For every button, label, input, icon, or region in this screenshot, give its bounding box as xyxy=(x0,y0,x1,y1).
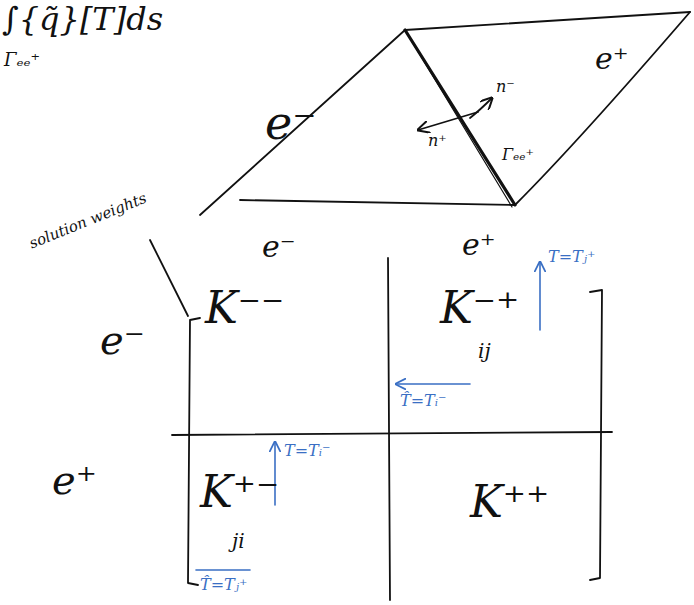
block-index: ij xyxy=(478,340,491,362)
leader-line xyxy=(150,240,188,316)
block-index: ji xyxy=(232,530,245,552)
matrix-block: K⁻⁻ xyxy=(205,284,284,332)
normal-name: n⁻ xyxy=(496,78,515,96)
matrix-bracket xyxy=(188,318,200,585)
matrix-block: K⁻⁺ xyxy=(440,284,519,332)
normal-arrow xyxy=(418,112,478,130)
annotation-arrow xyxy=(539,262,541,330)
block-divider xyxy=(388,258,390,600)
face-name: Γₑₑ⁺ xyxy=(502,146,534,164)
note: solution weights xyxy=(27,190,149,252)
annotation-arrow xyxy=(396,383,470,385)
element-outline xyxy=(240,12,690,205)
column-head: e⁺ xyxy=(462,228,496,261)
formula-subscript: Γₑₑ⁺ xyxy=(4,50,40,70)
element-outline xyxy=(200,12,690,215)
formula: ∫{q̃}[T]ds xyxy=(2,2,163,37)
shared-face xyxy=(405,30,512,207)
annotation: T=Tⱼ⁺ xyxy=(548,248,595,266)
block-divider xyxy=(172,432,612,435)
normal-arrow xyxy=(470,98,492,118)
matrix-block: K⁺⁻ xyxy=(200,468,279,516)
matrix-bracket xyxy=(590,290,602,580)
row-head: e⁺ xyxy=(52,458,97,502)
matrix-block: K⁺⁺ xyxy=(470,478,549,526)
column-head: e⁻ xyxy=(262,230,296,263)
annotation: T̂=Tⱼ⁺ xyxy=(200,576,247,594)
annotation: T̂=Tᵢ⁻ xyxy=(400,392,446,410)
normal-name: n⁺ xyxy=(428,132,447,150)
annotation: T=Tᵢ⁻ xyxy=(284,442,330,460)
annotation-line xyxy=(196,569,250,571)
element-name: e⁻ xyxy=(265,98,317,149)
row-head: e⁻ xyxy=(100,318,145,362)
element-name: e⁺ xyxy=(595,42,629,75)
